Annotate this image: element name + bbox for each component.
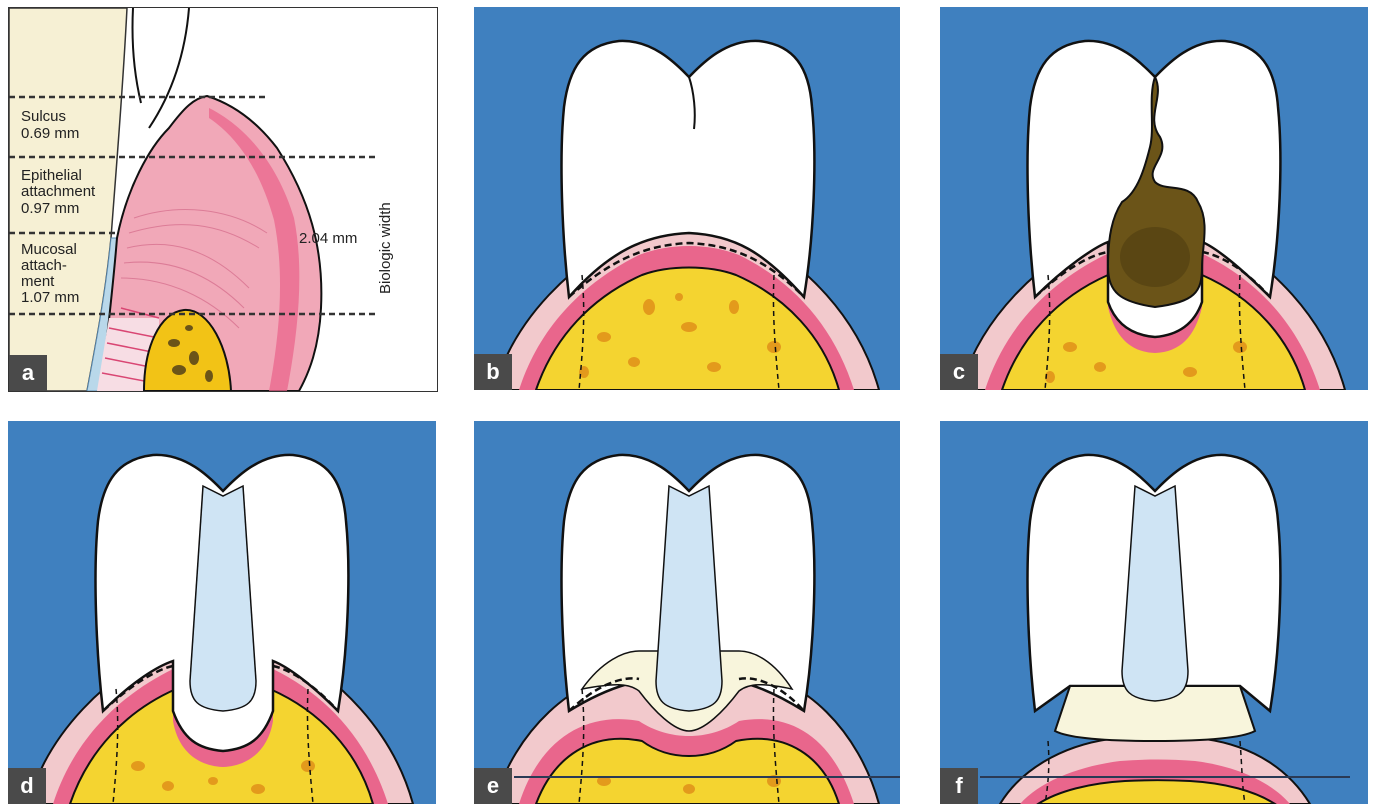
mucosal-label-line2: attach-: [21, 257, 67, 274]
biologic-width-title: Biologic width: [377, 202, 394, 294]
panel-label-d: d: [8, 768, 46, 804]
mucosal-label-line1: Mucosal: [21, 241, 77, 258]
panel-a-biologic-width: Sulcus 0.69 mm Epithelial attachment 0.9…: [8, 7, 438, 392]
panel-label-c: c: [940, 354, 978, 390]
panel-b-sound-tooth: b: [474, 7, 900, 390]
panel-f-illustration: [940, 421, 1368, 804]
epithelial-label-line2: attachment: [21, 183, 96, 200]
panel-f-crown-lengthened: f: [940, 421, 1368, 804]
mucosal-value: 1.07 mm: [21, 289, 79, 306]
epithelial-label-line1: Epithelial: [21, 167, 82, 184]
panel-label-b: b: [474, 354, 512, 390]
panel-label-a: a: [9, 355, 47, 391]
sulcus-label: Sulcus: [21, 108, 66, 125]
panel-a-illustration: Sulcus 0.69 mm Epithelial attachment 0.9…: [9, 8, 437, 391]
biologic-width-value: 2.04 mm: [299, 230, 357, 247]
panel-c-illustration: [940, 7, 1368, 390]
sulcus-value: 0.69 mm: [21, 125, 79, 142]
panel-d-restoration: d: [8, 421, 436, 804]
panel-label-e: e: [474, 768, 512, 804]
panel-e-buildup: e: [474, 421, 900, 804]
panel-d-illustration: [8, 421, 436, 804]
panel-c-caries: c: [940, 7, 1368, 390]
epithelial-value: 0.97 mm: [21, 200, 79, 217]
panel-e-illustration: [474, 421, 900, 804]
panel-label-f: f: [940, 768, 978, 804]
panel-b-illustration: [474, 7, 900, 390]
mucosal-label-line3: ment: [21, 273, 55, 290]
